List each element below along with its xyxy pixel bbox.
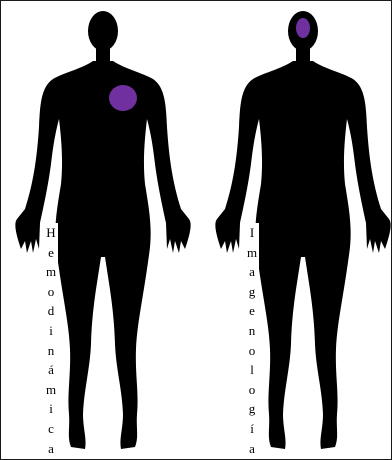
label-letter: n [245, 321, 259, 341]
label-letter: l [245, 360, 259, 380]
label-letter: m [44, 380, 58, 400]
label-letter: c [44, 419, 58, 439]
label-letter: o [245, 341, 259, 361]
label-letter: g [245, 282, 259, 302]
label-letter: í [245, 419, 259, 439]
label-letter: n [44, 341, 58, 361]
figure-right [215, 11, 390, 449]
figure-left [15, 11, 190, 449]
label-letter: a [44, 439, 58, 459]
label-letter: a [245, 262, 259, 282]
label-letter: i [44, 399, 58, 419]
heart-highlight-marker [109, 85, 137, 111]
label-letter: m [245, 243, 259, 263]
label-letter: i [44, 321, 58, 341]
label-letter: á [44, 360, 58, 380]
label-letter: o [44, 282, 58, 302]
label-letter: H [44, 223, 58, 243]
label-letter: a [245, 439, 259, 459]
label-letter: o [245, 380, 259, 400]
label-letter: d [44, 301, 58, 321]
label-letter: e [44, 243, 58, 263]
brain-highlight-marker [296, 18, 310, 38]
label-letter: g [245, 399, 259, 419]
label-letter: I [245, 223, 259, 243]
label-letter: m [44, 262, 58, 282]
label-letter: e [245, 301, 259, 321]
